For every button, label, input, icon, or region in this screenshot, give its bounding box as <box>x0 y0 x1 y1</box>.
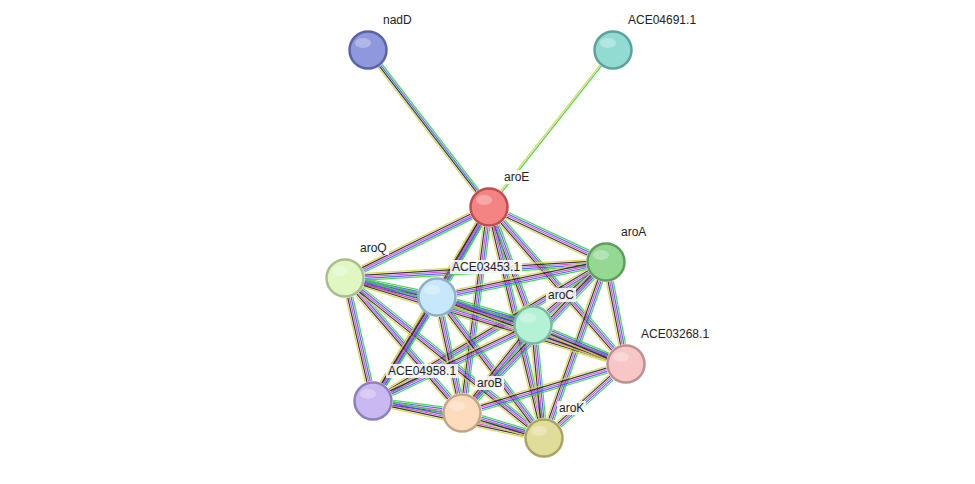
evidence-strand <box>390 331 514 390</box>
interaction-edge <box>480 416 526 436</box>
protein-node: ACE04958.1 <box>353 381 393 421</box>
node-label: ACE04958.1 <box>386 364 458 378</box>
protein-node: nadD <box>348 30 388 70</box>
evidence-strand <box>391 334 515 393</box>
evidence-strand <box>558 376 610 423</box>
interaction-edge <box>472 338 523 399</box>
evidence-strand <box>381 65 478 190</box>
evidence-strand <box>552 331 608 355</box>
evidence-strand <box>509 212 590 250</box>
protein-node: aroQ <box>325 258 365 298</box>
node-circle <box>442 393 482 433</box>
protein-node: aroK <box>524 418 564 458</box>
evidence-strand <box>551 334 607 358</box>
interaction-edge <box>378 64 479 192</box>
evidence-strand <box>472 338 518 395</box>
evidence-strand <box>441 317 458 394</box>
node-label: ACE03268.1 <box>639 327 711 341</box>
evidence-strand <box>553 330 609 354</box>
evidence-strand <box>378 67 475 192</box>
evidence-strand <box>482 416 526 429</box>
protein-node: aroC <box>513 305 553 345</box>
node-circle <box>348 30 388 70</box>
evidence-strand <box>475 275 591 397</box>
evidence-strand <box>481 420 525 433</box>
node-label: nadD <box>381 13 414 27</box>
evidence-strand <box>607 282 619 345</box>
protein-node: ACE04691.1 <box>593 30 633 70</box>
evidence-strand <box>440 317 457 394</box>
evidence-strand <box>361 213 469 266</box>
evidence-strand <box>501 65 600 191</box>
interaction-edge <box>550 330 609 360</box>
node-label: aroK <box>557 401 586 415</box>
evidence-strand <box>557 375 609 422</box>
evidence-strand <box>482 417 526 430</box>
node-circle <box>524 418 564 458</box>
node-label: aroA <box>619 225 648 239</box>
interaction-edge <box>532 345 546 419</box>
interaction-edge <box>501 65 602 192</box>
evidence-strand <box>480 422 524 435</box>
node-circle <box>586 242 626 282</box>
node-label: aroQ <box>358 241 389 255</box>
evidence-strand <box>348 298 367 382</box>
protein-node: ACE03453.1 <box>417 277 457 317</box>
evidence-strand <box>380 66 477 191</box>
evidence-strand <box>349 298 368 382</box>
evidence-strand <box>612 281 624 344</box>
node-label: aroE <box>502 170 531 184</box>
evidence-strand <box>476 276 592 398</box>
evidence-strand <box>438 317 455 394</box>
evidence-strand <box>551 333 607 357</box>
evidence-strand <box>390 332 514 391</box>
protein-node: aroB <box>442 393 482 433</box>
evidence-strand <box>473 339 519 396</box>
protein-node: aroA <box>586 242 626 282</box>
node-label: ACE04691.1 <box>626 13 698 27</box>
evidence-strand <box>346 298 365 382</box>
evidence-strand <box>382 64 479 189</box>
node-circle <box>593 30 633 70</box>
node-label: aroC <box>546 288 576 302</box>
evidence-strand <box>533 345 540 418</box>
evidence-strand <box>532 345 539 418</box>
evidence-strand <box>550 336 606 360</box>
protein-node: ACE03268.1 <box>606 344 646 384</box>
evidence-strand <box>535 345 542 418</box>
node-circle <box>469 187 509 227</box>
evidence-strand <box>476 342 522 399</box>
evidence-strand <box>507 216 588 254</box>
node-circle <box>606 344 646 384</box>
evidence-strand <box>502 66 601 192</box>
node-circle <box>353 381 393 421</box>
evidence-strand <box>477 343 523 400</box>
evidence-strand <box>613 281 625 344</box>
evidence-strand <box>481 419 525 432</box>
node-label: ACE03453.1 <box>450 260 522 274</box>
evidence-strand <box>610 282 622 345</box>
interaction-edge <box>607 281 626 345</box>
node-circle <box>513 305 553 345</box>
node-label: aroB <box>475 376 504 390</box>
node-circle <box>417 277 457 317</box>
interaction-edge <box>557 375 614 427</box>
node-circle <box>325 258 365 298</box>
evidence-strand <box>475 341 521 398</box>
protein-node: aroE <box>469 187 509 227</box>
evidence-strand <box>608 282 620 345</box>
evidence-strand <box>508 214 589 252</box>
